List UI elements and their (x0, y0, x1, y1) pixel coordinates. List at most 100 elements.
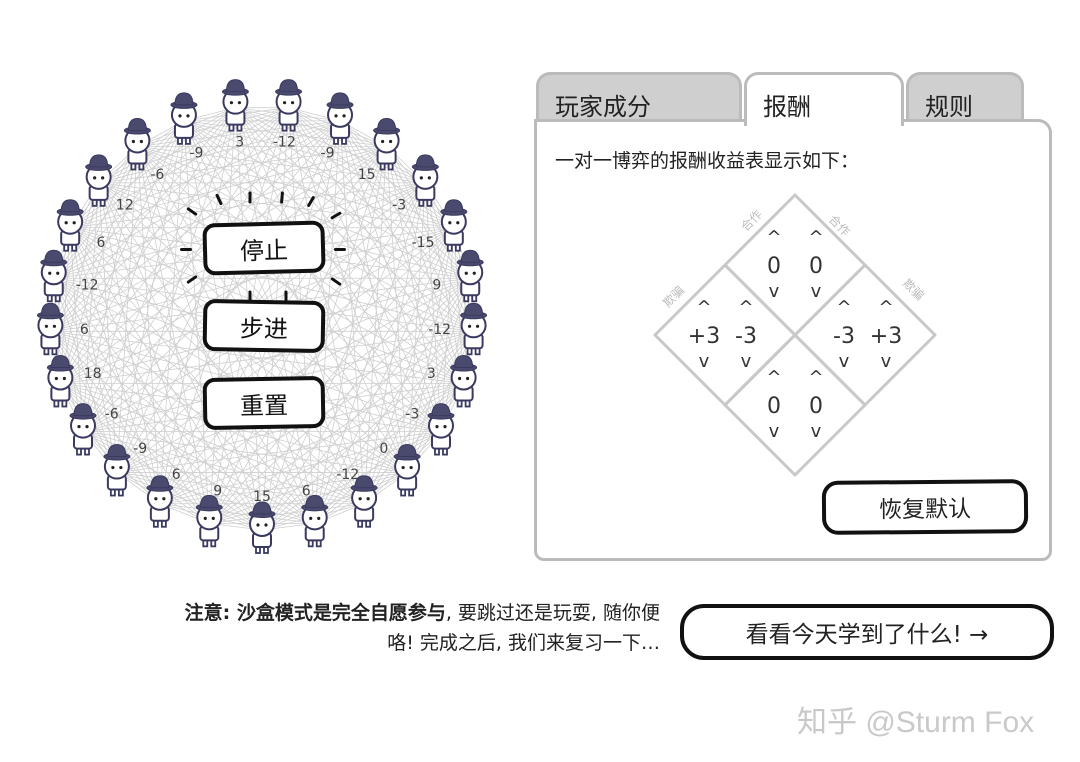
player-character (411, 154, 439, 207)
player-score: 15 (253, 489, 271, 505)
decrease-arrow-icon[interactable]: v (839, 351, 850, 372)
step-button[interactable]: 步进 (202, 298, 326, 354)
connection-line (159, 107, 236, 504)
watermark: 知乎 @Sturm Fox (797, 706, 1035, 739)
player-character (450, 355, 478, 408)
player-character (326, 92, 354, 145)
connection-line (69, 227, 263, 531)
connection-line (60, 107, 236, 384)
connection-line (159, 120, 185, 504)
player-character (195, 494, 223, 548)
increase-arrow-icon[interactable]: ^ (878, 297, 893, 318)
connection-line (98, 146, 387, 184)
player-score: 6 (172, 467, 181, 483)
bowler-hat-icon (301, 494, 329, 512)
connection-line (116, 277, 471, 473)
player-score: -6 (150, 167, 164, 183)
see-what-learned-button[interactable]: 看看今天学到了什么! → (680, 604, 1054, 660)
reset-button[interactable]: 重置 (202, 375, 326, 431)
connection-line (183, 120, 442, 432)
connection-line (53, 107, 289, 279)
player-score: -3 (392, 198, 406, 214)
bowler-hat-icon (170, 92, 198, 109)
cell-cd-value: +3 (870, 324, 902, 349)
connection-line (386, 146, 442, 432)
connection-line (183, 120, 471, 279)
bowler-hat-icon (46, 355, 74, 372)
connection-line (363, 182, 426, 504)
bowler-hat-icon (427, 403, 455, 420)
connection-line (209, 503, 365, 524)
tab-rules[interactable]: 规则 (906, 72, 1024, 122)
spark-ray (180, 248, 192, 251)
connection-line (60, 383, 365, 505)
tab-player-composition[interactable]: 玩家成分 (536, 72, 742, 122)
decrease-arrow-icon[interactable]: v (699, 351, 710, 372)
player-character (170, 92, 198, 145)
player-score: -9 (133, 441, 147, 457)
bowler-hat-icon (373, 117, 401, 135)
increase-arrow-icon[interactable]: ^ (696, 297, 711, 318)
player-character (36, 302, 64, 356)
note-rest: , 要跳过还是玩耍, 随你便 (445, 602, 660, 624)
connection-line (136, 146, 161, 504)
connection-line (69, 227, 210, 524)
bowler-hat-icon (36, 302, 64, 320)
sandbox-note: 注意: 沙盒模式是完全自愿参与, 要跳过还是玩耍, 随你便咯! 完成之后, 我们… (80, 598, 660, 658)
player-score: -6 (105, 406, 119, 422)
player-character (456, 249, 484, 303)
connection-line (59, 182, 100, 384)
connection-line (116, 431, 442, 473)
connection-line (386, 146, 408, 473)
player-character (123, 117, 151, 171)
increase-arrow-icon[interactable]: ^ (766, 227, 781, 248)
connection-line (53, 277, 408, 473)
connection-line (209, 330, 474, 524)
increase-arrow-icon[interactable]: ^ (808, 227, 823, 248)
connection-line (53, 278, 118, 473)
decrease-arrow-icon[interactable]: v (881, 351, 892, 372)
connection-line (339, 120, 471, 279)
increase-arrow-icon[interactable]: ^ (808, 367, 823, 388)
decrease-arrow-icon[interactable]: v (769, 421, 780, 442)
connection-line (116, 146, 138, 473)
increase-arrow-icon[interactable]: ^ (836, 297, 851, 318)
player-score: 9 (213, 483, 222, 499)
connection-line (53, 107, 236, 279)
connection-line (50, 330, 315, 524)
connection-line (70, 120, 341, 229)
decrease-arrow-icon[interactable]: v (811, 281, 822, 302)
player-character (46, 355, 74, 408)
increase-arrow-icon[interactable]: ^ (766, 367, 781, 388)
player-scores: -12-915-3-159-123-30-1261596-9-6186-1261… (76, 134, 451, 505)
connection-line (159, 383, 464, 505)
connection-line (159, 227, 455, 505)
connection-line (137, 107, 289, 147)
bowler-hat-icon (69, 403, 97, 420)
decrease-arrow-icon[interactable]: v (811, 421, 822, 442)
increase-arrow-icon[interactable]: ^ (738, 297, 753, 318)
decrease-arrow-icon[interactable]: v (769, 281, 780, 302)
connection-line (363, 227, 455, 504)
connection-line (59, 146, 138, 384)
connection-line (82, 146, 138, 432)
connection-line (386, 146, 471, 279)
cell-dd (723, 333, 867, 477)
connection-line (98, 182, 316, 524)
bowler-hat-icon (103, 444, 131, 461)
connection-line (50, 107, 236, 332)
players-ring (36, 79, 488, 554)
connection-line (235, 107, 464, 384)
label-cheat-right: 欺骗 (900, 276, 928, 304)
tab-payoff[interactable]: 报酬 (744, 72, 904, 126)
bowler-hat-icon (440, 199, 468, 216)
connection-line (50, 182, 100, 332)
payoff-description: 一对一博弈的报酬收益表显示如下： (555, 150, 860, 172)
decrease-arrow-icon[interactable]: v (741, 351, 752, 372)
player-score: 15 (358, 167, 376, 183)
connection-line (159, 431, 442, 505)
restore-defaults-button[interactable]: 恢复默认 (821, 479, 1029, 535)
player-character (69, 403, 97, 456)
stop-button[interactable]: 停止 (202, 220, 326, 276)
